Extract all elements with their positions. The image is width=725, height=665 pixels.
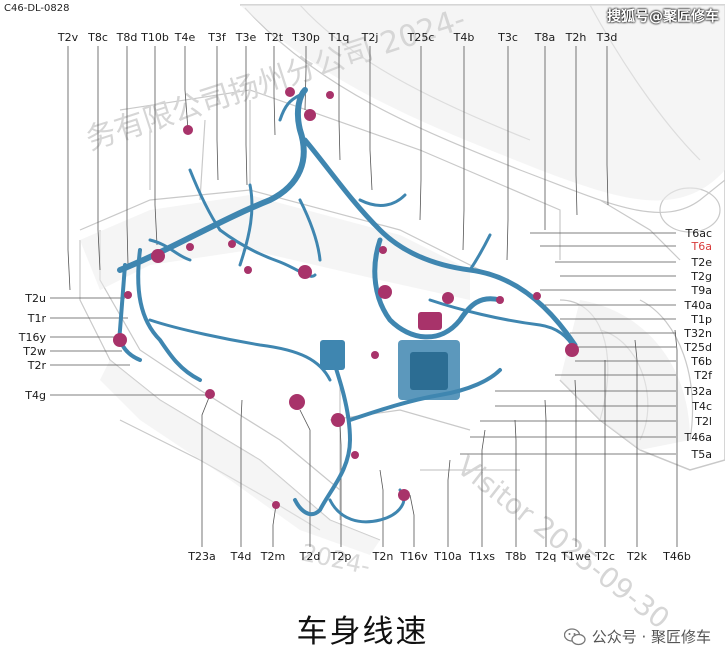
connector-label-t1r: T1r bbox=[27, 312, 47, 325]
connector-label-t16y: T16y bbox=[18, 331, 47, 344]
connector-label-t3c: T3c bbox=[497, 31, 518, 44]
connector-label-t9a: T9a bbox=[691, 284, 712, 297]
leader-t2d bbox=[299, 409, 311, 547]
wechat-icon bbox=[563, 627, 586, 645]
connector-label-t6b: T6b bbox=[690, 355, 712, 368]
connector-label-t2c: T2c bbox=[594, 550, 615, 563]
connector-label-t1we: T1we bbox=[560, 550, 591, 563]
leader-t46b bbox=[674, 329, 678, 547]
connector-label-t2u: T2u bbox=[24, 292, 46, 305]
connector-label-t4e: T4e bbox=[174, 31, 196, 44]
leader-t2k bbox=[634, 339, 638, 547]
leader-t4d bbox=[240, 399, 243, 547]
leader-t2q bbox=[544, 399, 547, 547]
connector-label-t46a: T46a bbox=[684, 431, 712, 444]
leader-t4b bbox=[462, 46, 465, 251]
leader-t8d bbox=[126, 46, 129, 266]
labels-right: T6acT6aT2eT2gT9aT40aT1pT32nT25dT6bT2fT32… bbox=[683, 227, 713, 461]
connector-label-t32n: T32n bbox=[683, 327, 712, 340]
connectors bbox=[113, 87, 579, 509]
leader-t2v bbox=[67, 46, 71, 291]
connector-label-t10a: T10a bbox=[433, 550, 461, 563]
connector-label-t2q: T2q bbox=[535, 550, 557, 563]
connector-label-t8d: T8d bbox=[116, 31, 138, 44]
leader-t3d bbox=[606, 46, 609, 206]
connector-label-t2h: T2h bbox=[565, 31, 587, 44]
connector-label-t10b: T10b bbox=[140, 31, 169, 44]
connector-label-t3f: T3f bbox=[207, 31, 227, 44]
leader-t4e bbox=[184, 46, 189, 131]
leader-t2h bbox=[575, 46, 578, 216]
connector-label-t46b: T46b bbox=[662, 550, 691, 563]
connector-label-t4d: T4d bbox=[230, 550, 252, 563]
watermark-source: 搜狐号@聚匠修车 bbox=[607, 9, 719, 25]
leader-t1xs bbox=[481, 429, 486, 547]
connector-label-t2w: T2w bbox=[22, 345, 46, 358]
connector-label-t2m: T2m bbox=[260, 550, 285, 563]
connector-label-t2v: T2v bbox=[57, 31, 79, 44]
connector-label-t8a: T8a bbox=[534, 31, 555, 44]
connector-label-t4g: T4g bbox=[24, 389, 46, 402]
connector-label-t2t: T2t bbox=[264, 31, 284, 44]
connector-label-t2g: T2g bbox=[690, 270, 712, 283]
leader-t16v bbox=[409, 494, 415, 547]
leader-t2t bbox=[273, 46, 276, 136]
leader-t3f bbox=[216, 46, 219, 181]
leader-t2m bbox=[272, 504, 277, 547]
connector-label-t3e: T3e bbox=[235, 31, 257, 44]
connector-label-t2d: T2d bbox=[299, 550, 321, 563]
connector-label-t8c: T8c bbox=[87, 31, 108, 44]
connector-label-t23a: T23a bbox=[187, 550, 215, 563]
connector-label-t2l: T2l bbox=[694, 415, 712, 428]
connector-label-t1p: T1p bbox=[690, 313, 712, 326]
leader-t1we bbox=[574, 379, 577, 547]
connector-label-t5a: T5a bbox=[691, 448, 712, 461]
connector-label-t8b: T8b bbox=[505, 550, 527, 563]
connector-label-t3d: T3d bbox=[596, 31, 618, 44]
leader-t2n bbox=[379, 469, 384, 547]
leader-t8b bbox=[514, 419, 517, 547]
connector-label-t6ac: T6ac bbox=[684, 227, 712, 240]
leader-t1q bbox=[338, 46, 341, 161]
leader-t8c bbox=[97, 46, 101, 271]
watermark-account-text: 公众号 · 聚匠修车 bbox=[591, 628, 711, 646]
leader-lines bbox=[50, 46, 678, 547]
connector-label-t16v: T16v bbox=[399, 550, 428, 563]
document-code: C46-DL-0828 bbox=[4, 3, 70, 14]
connector-label-t2f: T2f bbox=[693, 369, 713, 382]
wiring-harness bbox=[117, 87, 578, 524]
connector-label-t4b: T4b bbox=[453, 31, 475, 44]
watermark-account: 公众号 · 聚匠修车 bbox=[563, 626, 711, 647]
leader-t3e bbox=[245, 46, 248, 186]
connector-label-t30p: T30p bbox=[291, 31, 320, 44]
connector-label-t40a: T40a bbox=[684, 299, 712, 312]
connector-label-t1xs: T1xs bbox=[468, 550, 495, 563]
connector-label-t32a: T32a bbox=[684, 385, 712, 398]
connector-label-t1q: T1q bbox=[328, 31, 350, 44]
connector-label-t2e: T2e bbox=[691, 256, 713, 269]
connector-label-t6a: T6a bbox=[691, 240, 712, 253]
connector-label-t2n: T2n bbox=[372, 550, 394, 563]
leader-t25c bbox=[419, 46, 422, 221]
leader-t2j bbox=[369, 46, 373, 191]
vehicle-body-fill bbox=[80, 5, 725, 555]
connector-label-t2r: T2r bbox=[27, 359, 47, 372]
connector-label-t25d: T25d bbox=[683, 341, 712, 354]
leader-t3c bbox=[506, 46, 509, 261]
connector-label-t25c: T25c bbox=[407, 31, 435, 44]
leader-t10a bbox=[447, 459, 451, 547]
connector-label-t2p: T2p bbox=[330, 550, 352, 563]
connector-label-t4c: T4c bbox=[691, 400, 712, 413]
leader-t10b bbox=[154, 46, 158, 246]
leader-t30p bbox=[304, 46, 307, 111]
leader-t23a bbox=[201, 394, 211, 547]
connector-label-t2k: T2k bbox=[626, 550, 648, 563]
figure-caption: 车身线速 bbox=[296, 614, 429, 650]
connector-label-t2j: T2j bbox=[361, 31, 379, 44]
